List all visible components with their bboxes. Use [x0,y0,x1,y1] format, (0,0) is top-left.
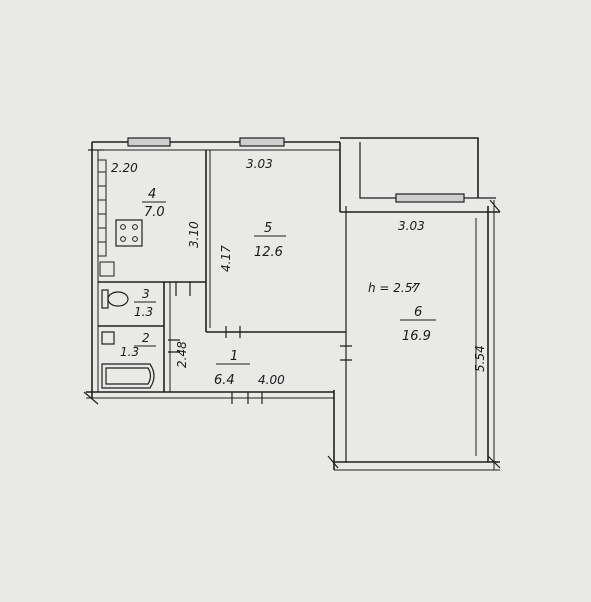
room-area: 1.3 [120,345,139,359]
room-2: 2 1.3 [120,331,156,359]
dim-room5-top: 3.03 [246,157,273,171]
room-number: 3 [142,287,150,301]
room-number: 2 [142,331,150,345]
window-room5 [239,137,285,147]
room-area: 12.6 [254,245,283,260]
bathtub-icon [101,363,155,389]
tick-right-bottom [487,455,501,469]
room-area: 7.0 [144,205,165,220]
room-area: 1.3 [134,305,153,319]
dimension-lines [411,218,477,456]
dim-room6-side: 5.54 [473,345,487,372]
dim-corridor-side: 2.48 [175,341,189,368]
room-3: 3 1.3 [134,287,156,319]
dim-kitchen-side: 3.10 [187,221,201,248]
tick-right-top [489,199,501,213]
tick-left-bottom [83,391,99,405]
window-kitchen [127,137,171,147]
room-number: 1 [230,349,238,364]
door-bath [168,339,180,353]
stove-icon [115,219,143,247]
room-5: 5 12.6 [254,221,286,260]
door-entrance [231,392,263,404]
toilet-icon [101,289,129,309]
dim-corridor-bottom: 4.00 [258,373,285,387]
ceiling-height: h = 2.57 [368,281,420,295]
room-1: 1 6.4 [214,349,250,388]
door-room6 [340,345,352,361]
tick-bottom-left [327,455,339,469]
dim-kitchen-top: 2.20 [111,161,138,175]
room-number: 5 [264,221,272,236]
door-room5 [225,326,241,338]
dim-room5-side: 4.17 [219,245,233,272]
dim-room6-top: 3.03 [398,219,425,233]
room-number: 6 [414,305,422,320]
room-number: 4 [148,187,156,202]
balcony-outline [340,137,479,198]
walls [86,137,500,471]
door-wc [175,282,191,296]
windows [83,137,501,469]
kitchen-hatching [97,159,115,277]
room-4: 4 7.0 [142,187,166,220]
door-marks [168,282,352,404]
room-area: 16.9 [402,329,431,344]
window-room6 [395,193,465,203]
bath-sink-icon [101,331,115,345]
room-area: 6.4 [214,373,235,388]
kitchen-sink [99,261,115,277]
room-6: 6 16.9 [400,305,436,344]
